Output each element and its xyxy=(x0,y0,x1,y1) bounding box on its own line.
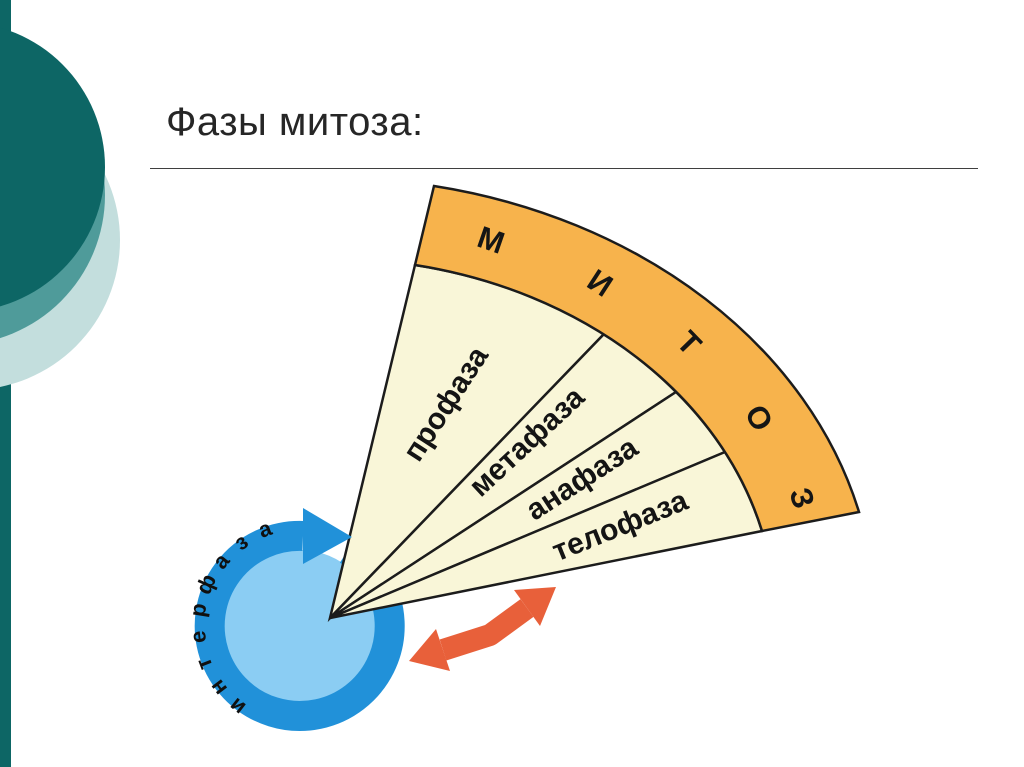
interphase-letter: е xyxy=(185,630,211,645)
cycle-arrow-icon xyxy=(409,587,556,671)
interphase-arrowhead-icon xyxy=(303,508,352,564)
slide-title: Фазы митоза: xyxy=(166,100,424,144)
cycle-arrowhead-lower-icon xyxy=(409,629,450,671)
cycle-arrowhead-upper-icon xyxy=(514,587,556,626)
interphase-letter: р xyxy=(185,601,212,618)
title-underline xyxy=(150,168,978,169)
mitosis-band xyxy=(413,184,861,533)
interphase-ring-arrow xyxy=(194,520,405,731)
cycle-arrow-body xyxy=(439,599,534,661)
